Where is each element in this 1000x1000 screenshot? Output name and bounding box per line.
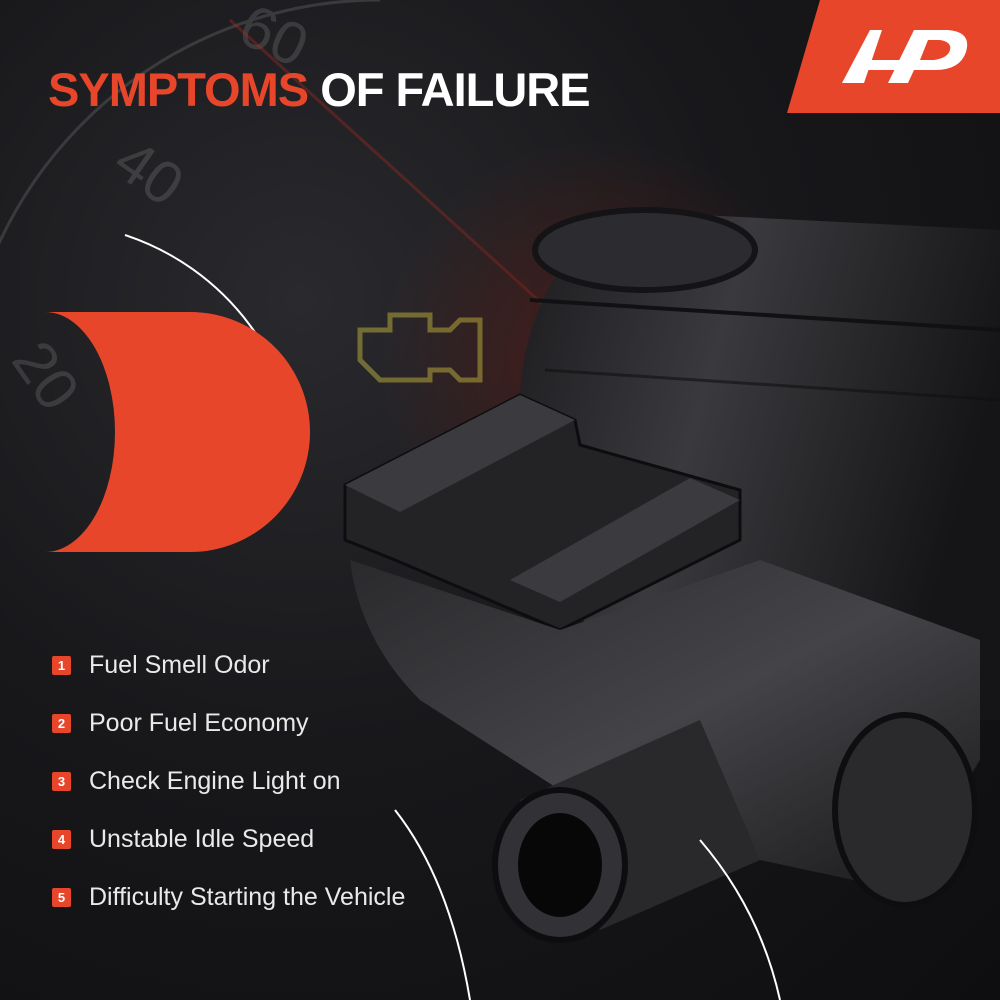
decorative-d-shape xyxy=(45,234,310,552)
svg-text:40: 40 xyxy=(103,126,196,219)
list-item: 3 Check Engine Light on xyxy=(52,752,405,810)
number-badge: 5 xyxy=(52,887,71,907)
list-item: 1 Fuel Smell Odor xyxy=(52,636,405,694)
symptom-label: Poor Fuel Economy xyxy=(89,708,309,737)
check-engine-light-icon xyxy=(357,312,483,383)
page-title: SYMPTOMS OF FAILURE xyxy=(48,62,591,117)
list-item: 4 Unstable Idle Speed xyxy=(52,810,405,868)
symptom-list: 1 Fuel Smell Odor 2 Poor Fuel Economy 3 … xyxy=(52,636,405,926)
svg-text:20: 20 xyxy=(0,329,93,422)
list-item: 2 Poor Fuel Economy xyxy=(52,694,405,752)
symptom-label: Unstable Idle Speed xyxy=(89,824,315,853)
title-accent: SYMPTOMS xyxy=(48,63,309,116)
purge-valve-image xyxy=(343,207,1000,943)
symptom-label: Fuel Smell Odor xyxy=(89,650,270,679)
number-badge: 4 xyxy=(52,829,71,849)
symptom-label: Difficulty Starting the Vehicle xyxy=(89,882,406,911)
list-item: 5 Difficulty Starting the Vehicle xyxy=(52,868,405,926)
number-badge: 3 xyxy=(52,771,71,791)
a-premium-logo-icon xyxy=(787,0,1000,113)
symptom-label: Check Engine Light on xyxy=(89,766,341,795)
title-rest: OF FAILURE xyxy=(320,63,590,116)
number-badge: 2 xyxy=(52,713,71,733)
number-badge: 1 xyxy=(52,655,71,675)
